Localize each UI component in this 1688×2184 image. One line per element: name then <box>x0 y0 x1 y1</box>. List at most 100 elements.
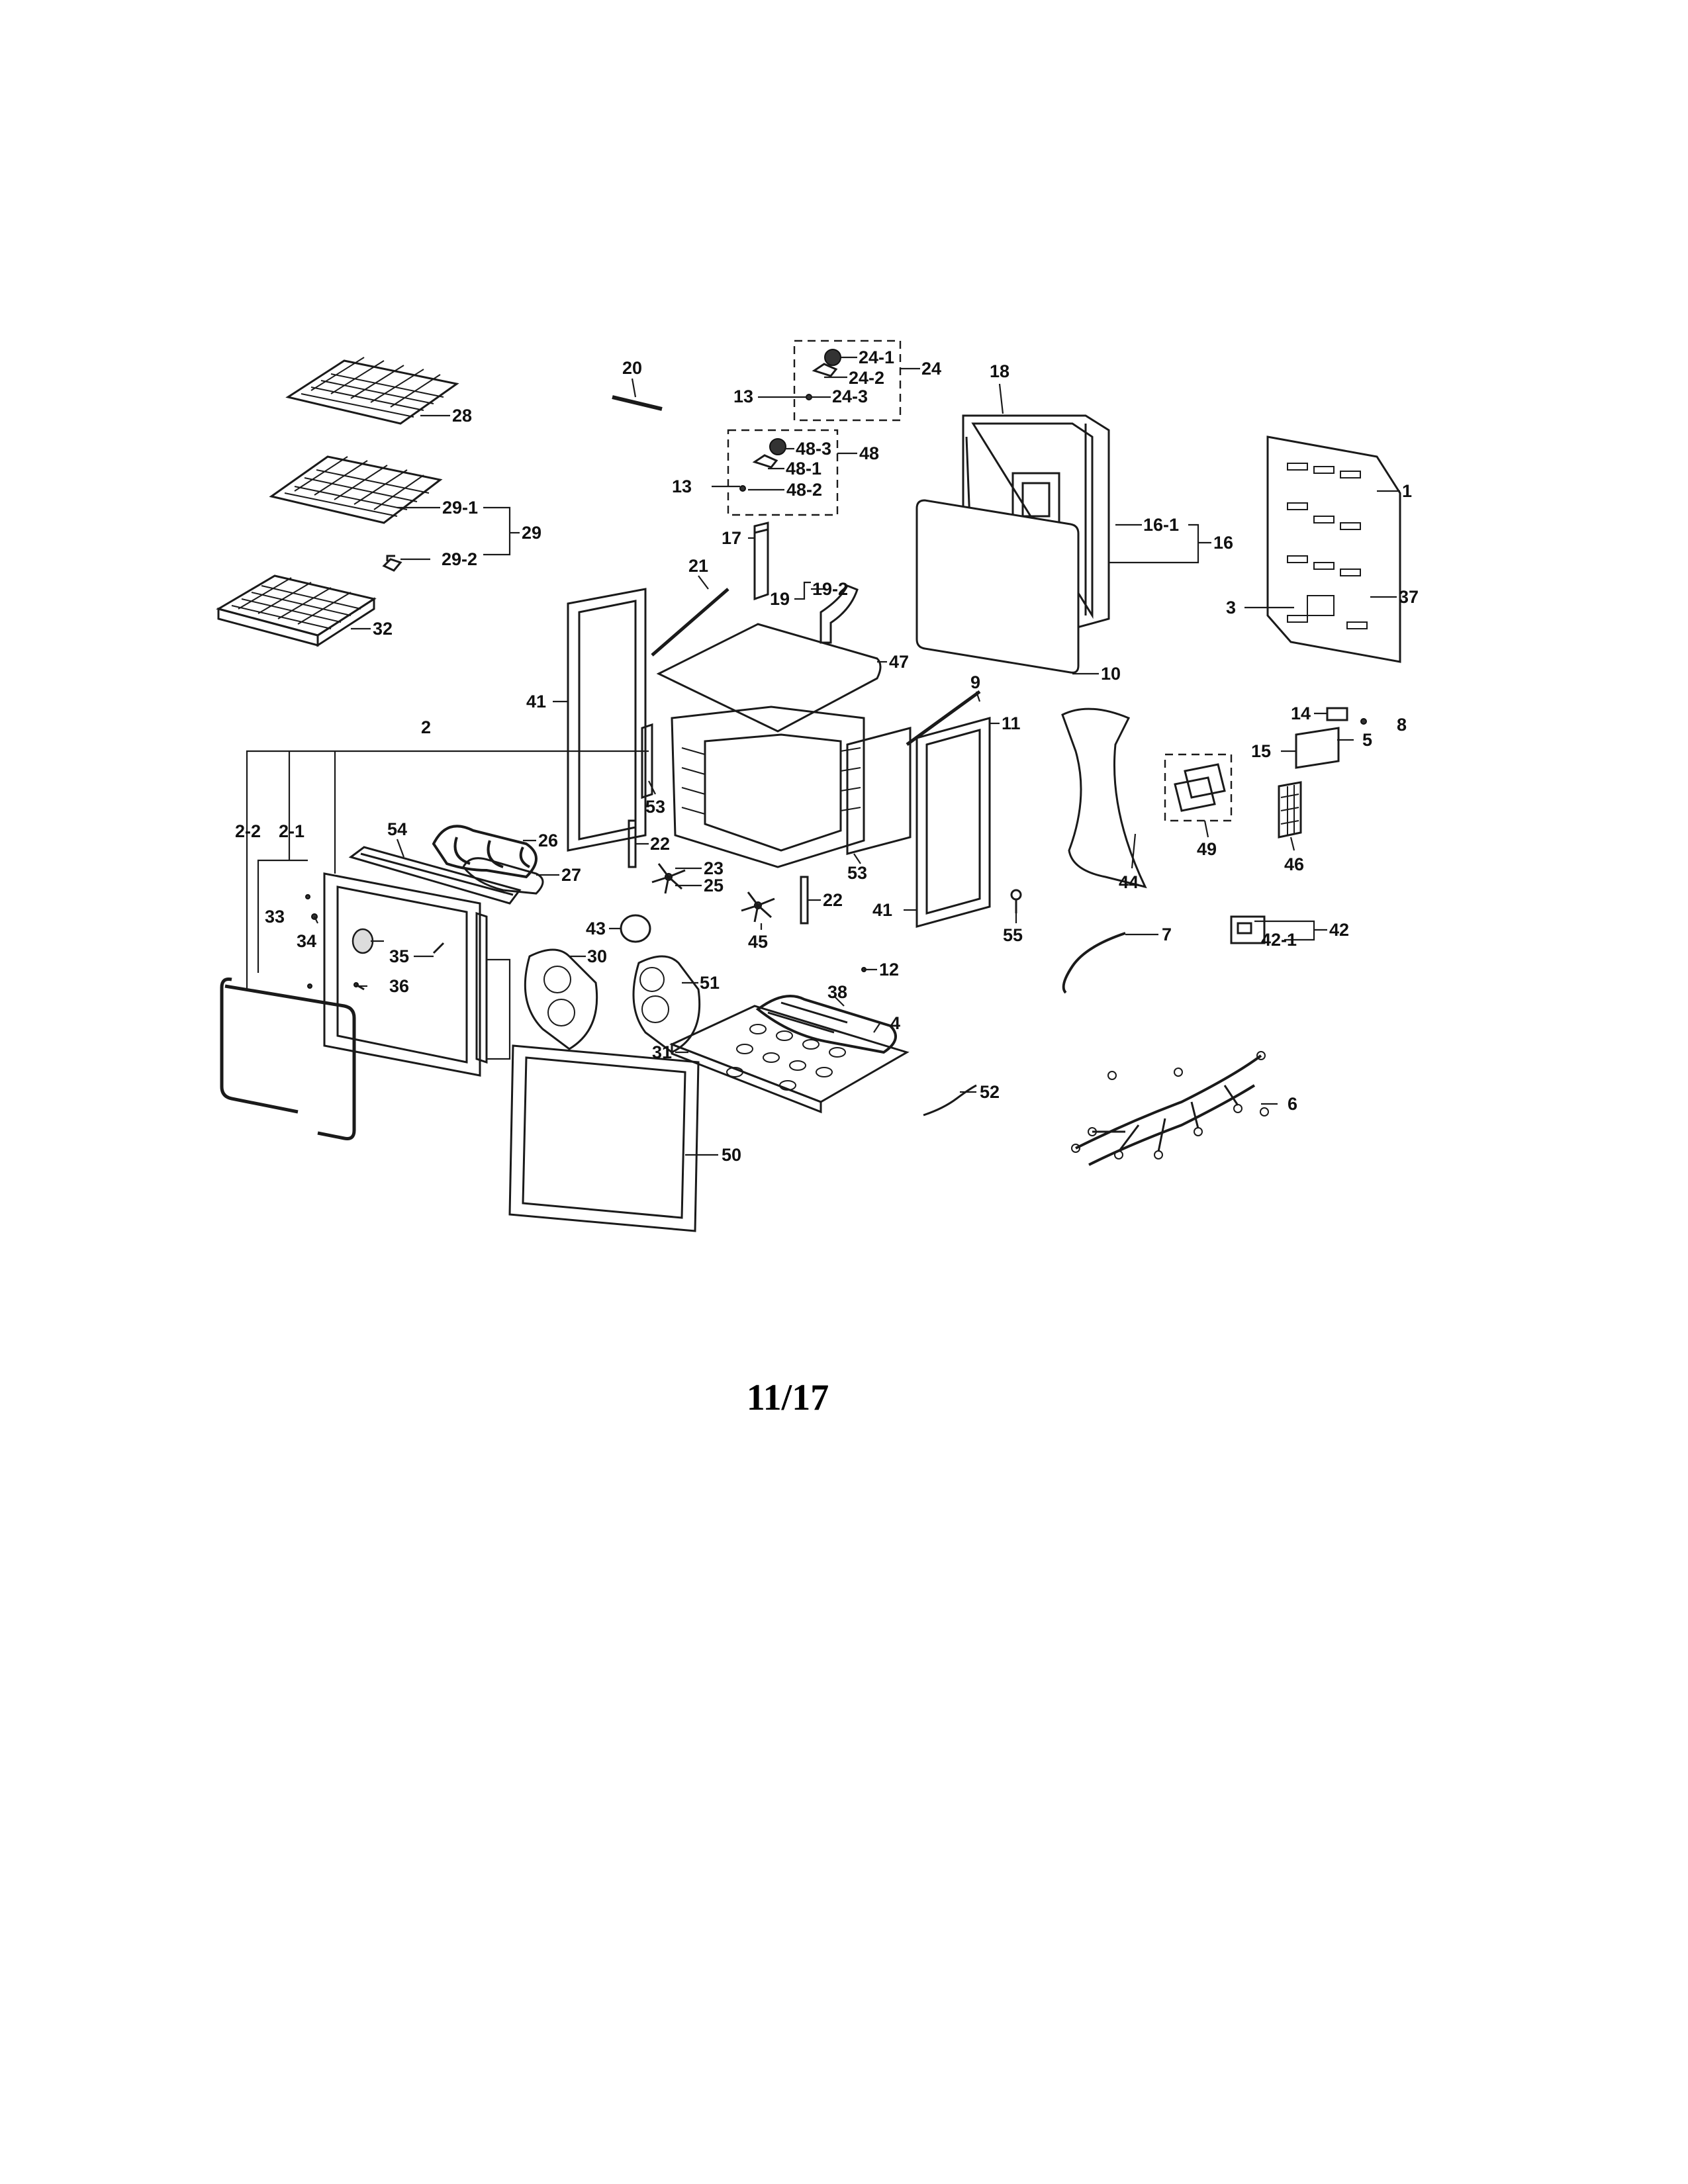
callout-28: 28 <box>452 406 472 426</box>
door-inner-panel <box>323 872 481 1077</box>
callout-19-2: 19-2 <box>812 579 848 599</box>
callout-37: 37 <box>1399 587 1419 607</box>
element-27 <box>462 857 544 895</box>
callout-7: 7 <box>1162 925 1172 944</box>
callout-49: 49 <box>1197 839 1217 859</box>
callout-53-right: 53 <box>847 863 867 883</box>
part-20-rod <box>612 395 663 411</box>
door-gasket-50 <box>508 1044 700 1232</box>
side-panel-41-right <box>915 717 991 928</box>
callout-17: 17 <box>722 528 741 548</box>
callout-29-1: 29-1 <box>442 498 478 518</box>
knob-34 <box>352 928 374 954</box>
kit-box-24 <box>793 340 902 422</box>
side-panel-53-left <box>641 723 653 799</box>
callout-32: 32 <box>373 619 393 639</box>
part-8-screw <box>1360 718 1367 725</box>
leader-lines <box>246 356 1400 1156</box>
fan-45 <box>741 891 775 923</box>
callout-48-1: 48-1 <box>786 459 821 478</box>
callout-24: 24 <box>921 359 941 379</box>
callout-20: 20 <box>622 358 642 378</box>
bottom-tray-31 <box>669 1005 910 1114</box>
callout-16-1: 16-1 <box>1143 515 1179 535</box>
callout-2: 2 <box>421 717 431 737</box>
hinge-22-right <box>800 876 809 925</box>
callout-41-right: 41 <box>872 900 892 920</box>
screw-2-1b <box>307 983 312 989</box>
callout-29: 29 <box>522 523 541 543</box>
callout-22-left: 22 <box>650 834 670 854</box>
callout-12: 12 <box>879 960 899 979</box>
rail-9 <box>906 690 981 747</box>
fan-cover-51 <box>632 955 701 1054</box>
part-15-board <box>1295 727 1340 769</box>
callout-3: 3 <box>1226 598 1236 617</box>
callout-11: 11 <box>1002 713 1021 733</box>
part-17-bracket <box>753 522 769 601</box>
callout-34: 34 <box>297 931 316 951</box>
callout-2-1: 2-1 <box>279 821 305 841</box>
callout-42: 42 <box>1329 920 1349 940</box>
bake-element-38-4 <box>755 995 897 1054</box>
callout-18: 18 <box>990 361 1009 381</box>
callout-22-right: 22 <box>823 890 843 910</box>
callout-42-1: 42-1 <box>1261 930 1297 950</box>
callout-38: 38 <box>827 982 847 1002</box>
callout-24-1: 24-1 <box>859 347 894 367</box>
callout-30: 30 <box>587 946 607 966</box>
callout-2-2: 2-2 <box>235 821 261 841</box>
duct-44 <box>1061 707 1147 889</box>
rear-cover-10 <box>915 499 1080 674</box>
wire-7 <box>1062 932 1126 994</box>
callout-55: 55 <box>1003 925 1023 945</box>
switch-42 <box>1230 915 1266 944</box>
part-14-connector <box>1326 707 1348 721</box>
part-19-duct <box>820 584 859 644</box>
callout-10: 10 <box>1101 664 1121 684</box>
callout-53-left: 53 <box>645 797 665 817</box>
callout-5: 5 <box>1362 730 1372 750</box>
callout-15: 15 <box>1251 741 1271 761</box>
kit-box-48 <box>727 429 839 516</box>
side-panel-41-left <box>567 588 647 852</box>
page-number: 11/17 <box>746 1377 829 1418</box>
rack-clip-29-2 <box>382 555 402 572</box>
callout-21: 21 <box>688 556 708 576</box>
kit-box-49 <box>1164 753 1233 822</box>
callout-52: 52 <box>980 1082 1000 1102</box>
callout-23: 23 <box>704 858 724 878</box>
callout-8: 8 <box>1397 715 1407 735</box>
rear-panel-1 <box>1266 435 1401 663</box>
door-seal-2-2 <box>220 978 356 1140</box>
wire-52 <box>923 1084 977 1116</box>
callout-1: 1 <box>1402 481 1412 501</box>
door-frame <box>475 911 488 1064</box>
callout-14: 14 <box>1291 704 1311 723</box>
screw-2-1a <box>305 894 310 899</box>
wire-harness-6 <box>1071 1051 1269 1166</box>
rail-21 <box>651 588 729 657</box>
callout-26: 26 <box>538 831 558 850</box>
part-49-plates <box>1174 763 1226 812</box>
callout-labels: 20 24-1 24-2 24 24-3 13 18 28 48-3 48 48… <box>235 347 1419 1165</box>
callout-43: 43 <box>586 919 606 938</box>
callout-9: 9 <box>970 672 980 692</box>
fan-cover-30 <box>524 948 598 1050</box>
callout-48: 48 <box>859 443 879 463</box>
part-35 <box>432 942 445 954</box>
callout-27: 27 <box>561 865 581 885</box>
callout-36: 36 <box>389 976 409 996</box>
cavity-wrap-47 <box>656 623 882 733</box>
callout-33: 33 <box>265 907 285 927</box>
broil-pan-32 <box>216 574 377 647</box>
callout-25: 25 <box>704 876 724 895</box>
callout-6: 6 <box>1288 1094 1297 1114</box>
oven-cavity <box>671 705 865 868</box>
oven-rack-29-1 <box>269 455 443 524</box>
filter-46 <box>1278 781 1302 839</box>
callout-41-left: 41 <box>526 692 546 711</box>
callout-45: 45 <box>748 932 768 952</box>
callout-46: 46 <box>1284 854 1304 874</box>
